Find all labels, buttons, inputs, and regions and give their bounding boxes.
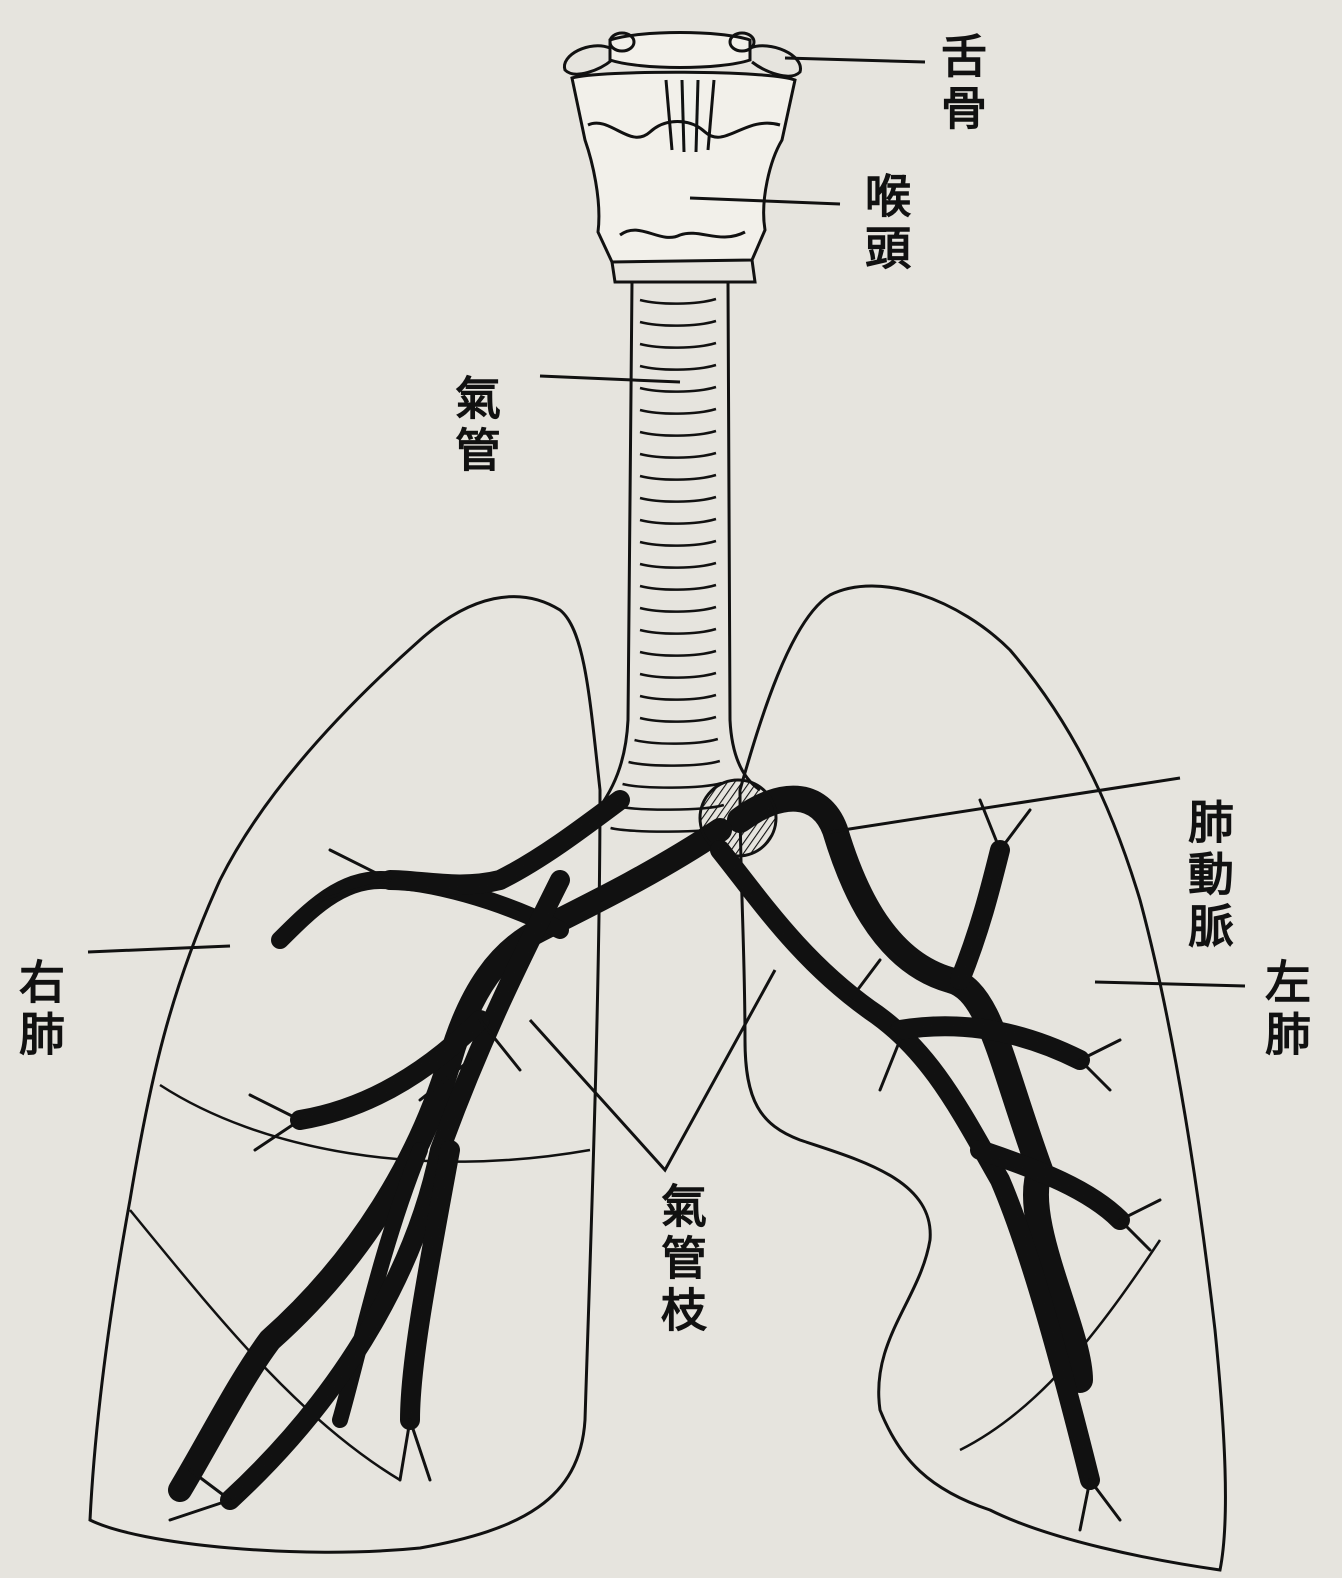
bronchiole-twig xyxy=(250,1095,300,1120)
trachea-ring xyxy=(640,321,716,326)
bronchiole-twig xyxy=(1080,1060,1110,1090)
trachea-ring xyxy=(635,739,718,744)
leader-bronchi xyxy=(530,970,775,1170)
trachea-ring xyxy=(640,519,716,524)
trachea-ring xyxy=(640,409,716,414)
trachea xyxy=(590,282,760,832)
bronchiole-twig xyxy=(410,1420,430,1480)
label-trachea: 氣管 xyxy=(452,374,498,478)
hyoid-bone xyxy=(564,33,800,77)
bronchiole-twig xyxy=(1090,1480,1120,1520)
trachea-ring xyxy=(640,475,716,480)
bronchiole-twig xyxy=(1120,1220,1150,1250)
bronchiole-twig xyxy=(1000,810,1030,850)
leader-left-lung xyxy=(1095,982,1245,986)
bronchiole-twig xyxy=(1120,1200,1160,1220)
label-hyoid: 舌骨 xyxy=(938,32,984,136)
trachea-ring xyxy=(640,585,716,590)
leader-hyoid xyxy=(785,58,925,62)
leader-pulmonary-artery xyxy=(830,778,1180,832)
trachea-ring xyxy=(640,563,716,568)
trachea-ring xyxy=(640,343,716,348)
trachea-ring xyxy=(629,761,720,766)
trachea-ring xyxy=(640,695,716,700)
trachea-ring xyxy=(640,299,716,304)
trachea-ring xyxy=(640,673,716,678)
trachea-ring xyxy=(640,651,716,656)
trachea-ring xyxy=(640,365,716,370)
trachea-ring xyxy=(640,453,716,458)
label-pulmonary-artery: 肺動脈 xyxy=(1185,798,1231,954)
label-larynx: 喉頭 xyxy=(862,172,908,276)
label-left-lung: 左肺 xyxy=(1262,958,1308,1062)
bronchiole-twig xyxy=(400,1420,410,1480)
trachea-ring xyxy=(640,431,716,436)
left-lung-outline xyxy=(740,586,1225,1570)
leader-trachea xyxy=(540,376,680,382)
pulmonary-artery xyxy=(180,780,1080,1490)
label-right-lung: 右肺 xyxy=(16,958,62,1062)
trachea-ring xyxy=(640,497,716,502)
trachea-ring xyxy=(640,607,716,612)
bronchiole-twig xyxy=(1080,1040,1120,1060)
larynx xyxy=(572,72,795,282)
trachea-ring xyxy=(640,717,716,722)
trachea-ring xyxy=(640,629,716,634)
bronchiole-twig xyxy=(170,1500,230,1520)
trachea-ring xyxy=(623,783,722,788)
trachea-ring xyxy=(640,387,716,392)
trachea-ring xyxy=(640,541,716,546)
bronchiole-twig xyxy=(255,1120,300,1150)
label-bronchi: 氣管枝 xyxy=(658,1182,704,1338)
bronchiole-twig xyxy=(880,1040,900,1090)
leader-right-lung xyxy=(88,946,230,952)
